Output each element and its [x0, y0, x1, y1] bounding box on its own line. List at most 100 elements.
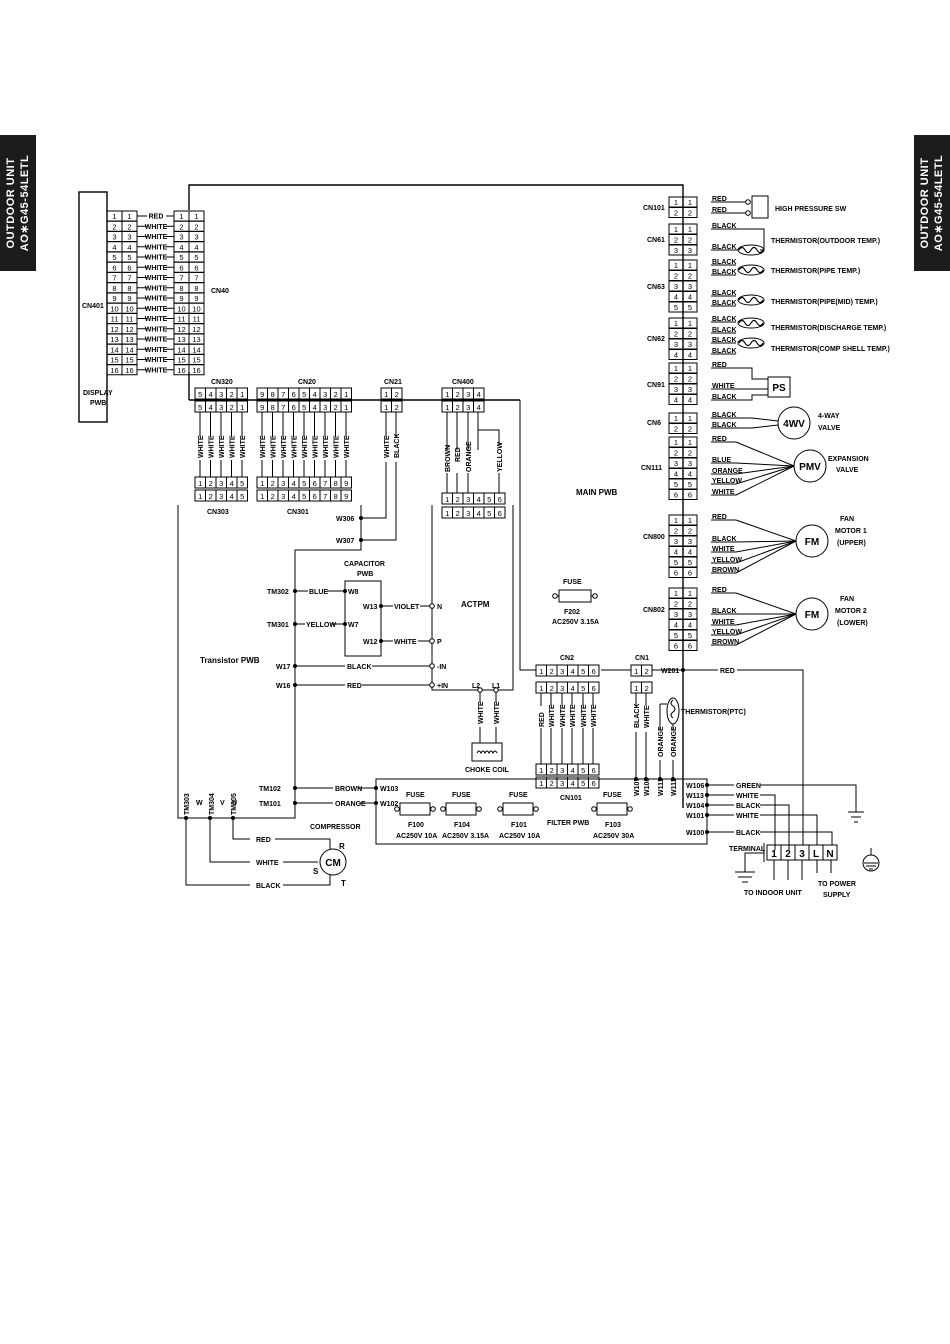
fm1-label: FM — [805, 537, 819, 548]
actpm-min: -IN — [437, 664, 446, 671]
pin-number: 1 — [674, 414, 678, 423]
pin-number: 12 — [192, 325, 200, 334]
capacitor-title1: CAPACITOR — [344, 561, 385, 568]
w17-label: W17 — [276, 664, 291, 671]
ps-label: PS — [772, 383, 786, 394]
pin-number: 2 — [179, 222, 183, 231]
pin-number: 2 — [550, 779, 554, 788]
actpm-label: ACTPM — [461, 600, 490, 609]
display-wire-label: WHITE — [145, 224, 168, 231]
pin-number: 10 — [110, 304, 118, 313]
pin-number: 1 — [445, 509, 449, 518]
cn301-pin — [340, 489, 352, 502]
cn400-label: CN400 — [452, 379, 474, 386]
pin-number: 9 — [260, 403, 264, 412]
cn21-wire-label-white: WHITE — [384, 435, 391, 458]
wire — [735, 465, 795, 475]
terminal-ring — [429, 603, 435, 609]
to-power-label-1: TO POWER — [818, 881, 856, 888]
connector-pin — [682, 394, 698, 405]
fan2-label-2: MOTOR 2 — [835, 608, 867, 615]
fuse-f202-name: F202 — [564, 609, 580, 616]
cn20-pin — [340, 387, 352, 400]
pin-number: 9 — [260, 390, 264, 399]
fuse-name: F103 — [605, 822, 621, 829]
fuse-f202-icon — [558, 589, 592, 603]
pin-number: 6 — [498, 495, 502, 504]
pin-number: 5 — [302, 479, 306, 488]
pin-number: 3 — [560, 684, 564, 693]
right-wire-label: BLACK — [712, 422, 737, 429]
pin-number: 1 — [688, 364, 692, 373]
cn1-wire-black: BLACK — [634, 704, 641, 729]
pin-number: 4 — [688, 293, 692, 302]
pin-number: 6 — [688, 642, 692, 651]
pin-number: 3 — [674, 459, 678, 468]
cn1-wire-white: WHITE — [644, 705, 651, 728]
pin-number: 5 — [240, 492, 244, 501]
pin-number: 7 — [281, 403, 285, 412]
red-label: RED — [347, 683, 362, 690]
pin-number: 14 — [177, 345, 185, 354]
pin-number: 2 — [550, 667, 554, 676]
right-wire-label: BLACK — [712, 327, 737, 334]
pin-number: 4 — [477, 495, 481, 504]
pin-number: 9 — [194, 294, 198, 303]
pin-number: 2 — [271, 479, 275, 488]
wire — [736, 367, 768, 380]
pin-number: 7 — [112, 274, 116, 283]
terminal-ring — [497, 806, 503, 812]
pin-number: 4 — [209, 403, 213, 412]
right-wire-label: RED — [712, 436, 727, 443]
pin-number: 4 — [194, 243, 198, 252]
pin-number: 3 — [219, 492, 223, 501]
filter-wire-label: BLACK — [736, 803, 761, 810]
display-wire-label: WHITE — [145, 296, 168, 303]
pin-number: 2 — [334, 390, 338, 399]
pin-number: 1 — [539, 667, 543, 676]
filter-pwb-label: FILTER PWB — [547, 820, 589, 827]
pin-number: 6 — [194, 263, 198, 272]
to-indoor-label: TO INDOOR UNIT — [744, 890, 803, 897]
wire — [736, 228, 765, 251]
pin-number: 1 — [240, 403, 244, 412]
middle-wiring: TM302TM301BLUEYELLOWW8W7W13W12VIOLETWHIT… — [267, 579, 864, 850]
pin-number: 1 — [344, 390, 348, 399]
pin-number: 2 — [395, 403, 399, 412]
fuse-rating: AC250V 3.15A — [442, 833, 489, 840]
right-wire-label: BLACK — [712, 223, 737, 230]
pin-number: 5 — [581, 766, 585, 775]
pin-number: 14 — [110, 345, 118, 354]
pin-number: 1 — [539, 779, 543, 788]
pin-number: 11 — [193, 315, 201, 324]
right-wire-label: BROWN — [712, 639, 739, 646]
terminal-ring — [591, 806, 597, 812]
terminal-ring — [592, 593, 598, 599]
pin-number: 3 — [688, 610, 692, 619]
pin-number: 2 — [688, 209, 692, 218]
wire — [477, 412, 500, 445]
actpm-n: N — [437, 604, 442, 611]
pin-number: 5 — [487, 509, 491, 518]
fan1-label-2: MOTOR 1 — [835, 528, 867, 535]
expansion-label-2: VALVE — [836, 467, 859, 474]
connector-pin — [682, 640, 698, 651]
junction-dot — [374, 786, 378, 790]
cn2-wire-label: RED — [539, 712, 546, 727]
pin-number: 3 — [466, 390, 470, 399]
yellow-label: YELLOW — [306, 622, 336, 629]
cn320-wire-label: WHITE — [219, 435, 226, 458]
pin-number: 16 — [110, 366, 118, 375]
cn320-wire-label: WHITE — [240, 435, 247, 458]
pin-number: 3 — [127, 233, 131, 242]
pin-number: 2 — [194, 222, 198, 231]
pin-number: 2 — [674, 449, 678, 458]
pin-number: 16 — [177, 366, 185, 375]
wire — [735, 613, 797, 636]
pin-number: 8 — [334, 492, 338, 501]
choke-coil-winding — [476, 750, 498, 755]
wire — [744, 852, 764, 872]
right-wire-label: BLACK — [712, 608, 737, 615]
pin-number: 5 — [581, 779, 585, 788]
